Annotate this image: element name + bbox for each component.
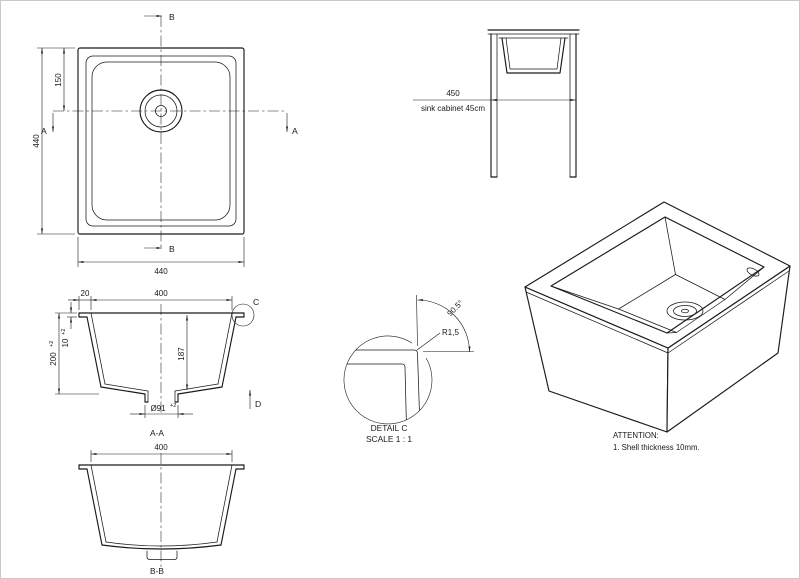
dim-187: 187 — [177, 347, 186, 361]
drain-mid-circle — [144, 94, 178, 128]
section-bb-view: 400 B-B — [78, 443, 245, 576]
drain-stub — [146, 550, 178, 560]
dim-91-tol: +2 — [170, 403, 176, 409]
radius-label: R1,5 — [442, 328, 459, 337]
detail-c-scale: SCALE 1 : 1 — [366, 434, 412, 444]
sink-bowl-outer — [501, 37, 566, 74]
iso-drain-mid — [673, 305, 697, 317]
section-b-label-top: B — [169, 12, 175, 22]
dim-91: Ø91 — [150, 404, 166, 413]
dim-150: 150 — [54, 73, 63, 87]
section-b-label-bottom: B — [169, 244, 175, 254]
plan-view: B B A A 440 150 440 — [32, 12, 298, 276]
drain-outer-circle — [139, 89, 183, 133]
dim-450: 450 — [446, 89, 460, 98]
direction-d-label: D — [255, 399, 261, 409]
iso-view — [524, 201, 791, 433]
cabinet-view: 450 sink cabinet 45cm — [413, 29, 580, 178]
rim-cross-section-hatched — [344, 349, 421, 424]
detail-c-title: DETAIL C — [371, 423, 408, 433]
dim-400-bb: 400 — [154, 443, 168, 452]
dim-10-tol: +2 — [61, 329, 67, 335]
notes-item-1: 1. Shell thickness 10mm. — [613, 443, 700, 452]
dim-440-bottom: 440 — [154, 267, 168, 276]
detail-c-circle — [231, 303, 255, 327]
sink-basin-top-edge — [85, 55, 237, 227]
notes-title: ATTENTION: — [613, 431, 659, 440]
dim-200-tol: +2 — [49, 341, 55, 347]
cabinet-label: sink cabinet 45cm — [421, 104, 485, 113]
section-aa-caption: A-A — [150, 428, 164, 438]
iso-drain-inner — [681, 308, 689, 314]
dim-200: 200 — [49, 352, 58, 366]
iso-rim-thickness — [525, 270, 790, 354]
dim-440-left: 440 — [32, 134, 41, 148]
section-bb-caption: B-B — [150, 566, 164, 576]
section-a-label-right: A — [292, 126, 298, 136]
iso-overflow-hole — [746, 267, 760, 277]
iso-drain-outer — [666, 301, 704, 321]
detail-c-view: 90.5° R1,5 DETAIL C SCALE 1 : 1 — [343, 294, 474, 444]
detail-bubble — [343, 335, 433, 425]
sink-bowl-inner — [505, 37, 562, 70]
section-a-label-left: A — [41, 126, 47, 136]
sink-basin-bottom-edge — [91, 61, 231, 221]
detail-c-label: C — [253, 297, 259, 307]
drain-inner-circle — [155, 105, 167, 117]
dim-20: 20 — [81, 289, 90, 298]
notes: ATTENTION: 1. Shell thickness 10mm. — [613, 431, 700, 452]
dim-400-aa: 400 — [154, 289, 168, 298]
section-aa-view: 20 400 200 +2 10 +2 187 Ø91 +2 C D A-A — [49, 289, 261, 438]
dim-10: 10 — [61, 338, 70, 347]
iso-basin-floor — [618, 274, 726, 333]
angle-label: 90.5° — [445, 298, 465, 318]
angle-arc — [417, 299, 471, 353]
sink-outer-edge — [77, 47, 245, 235]
